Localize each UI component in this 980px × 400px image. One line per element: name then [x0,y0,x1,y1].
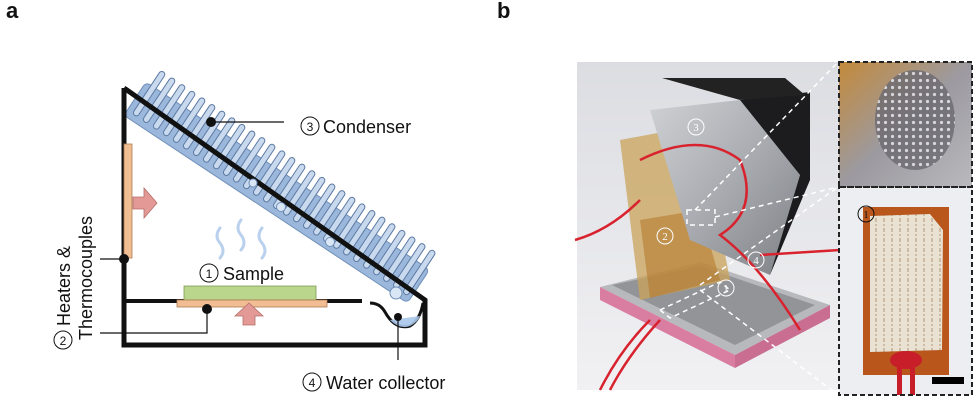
vapor-icon [215,218,267,260]
label-water-collector: 4 Water collector [302,372,445,393]
svg-text:Water collector: Water collector [326,373,445,393]
svg-text:2: 2 [662,231,668,243]
panel-label-a: a [6,0,19,23]
sample-block [183,285,317,301]
label-heaters-thermocouples: 2 Heaters & Thermocouples [53,216,96,350]
svg-text:Thermocouples: Thermocouples [76,216,96,340]
photo-heatsink [650,100,800,275]
condenser-fin [323,196,356,243]
label-sample: 1 Sample [199,263,284,284]
svg-text:2: 2 [60,334,67,348]
inset-frames [838,61,973,396]
svg-text:Sample: Sample [223,264,284,284]
svg-text:1: 1 [723,283,729,295]
inset-condensation [839,62,972,187]
panel-label-b: b [497,0,511,23]
svg-text:4: 4 [753,255,759,267]
scale-bar [932,377,964,384]
condenser-fin [353,216,386,263]
condenser-fin [343,210,376,256]
svg-text:1: 1 [206,267,213,281]
condensate-droplets [248,178,403,300]
condenser-fin [313,190,346,236]
condenser-fin [333,203,366,249]
device-photo: 3 2 4 1 [574,61,841,396]
condenser-fin [373,229,406,276]
condenser-fin [383,236,416,282]
svg-text:Condenser: Condenser [323,117,411,137]
condenser-fin [152,84,186,130]
inset-sample: 1 [839,187,972,395]
schematic-diagram [100,70,436,360]
condenser-fin [162,90,196,137]
svg-text:3: 3 [693,122,699,134]
label-condenser: 3 Condenser [300,116,411,137]
heat-arrow-bottom [233,302,265,326]
heat-arrow-side [132,186,158,220]
svg-text:Heaters &: Heaters & [54,246,74,326]
side-heater [123,143,133,259]
condenser-fin [132,70,166,117]
condenser-fin [363,223,396,269]
svg-text:1: 1 [863,209,869,221]
condenser-fin [142,77,176,123]
svg-text:3: 3 [307,120,314,134]
svg-text:4: 4 [309,376,316,390]
photo-markers [656,118,765,297]
condenser-fin [403,249,436,296]
